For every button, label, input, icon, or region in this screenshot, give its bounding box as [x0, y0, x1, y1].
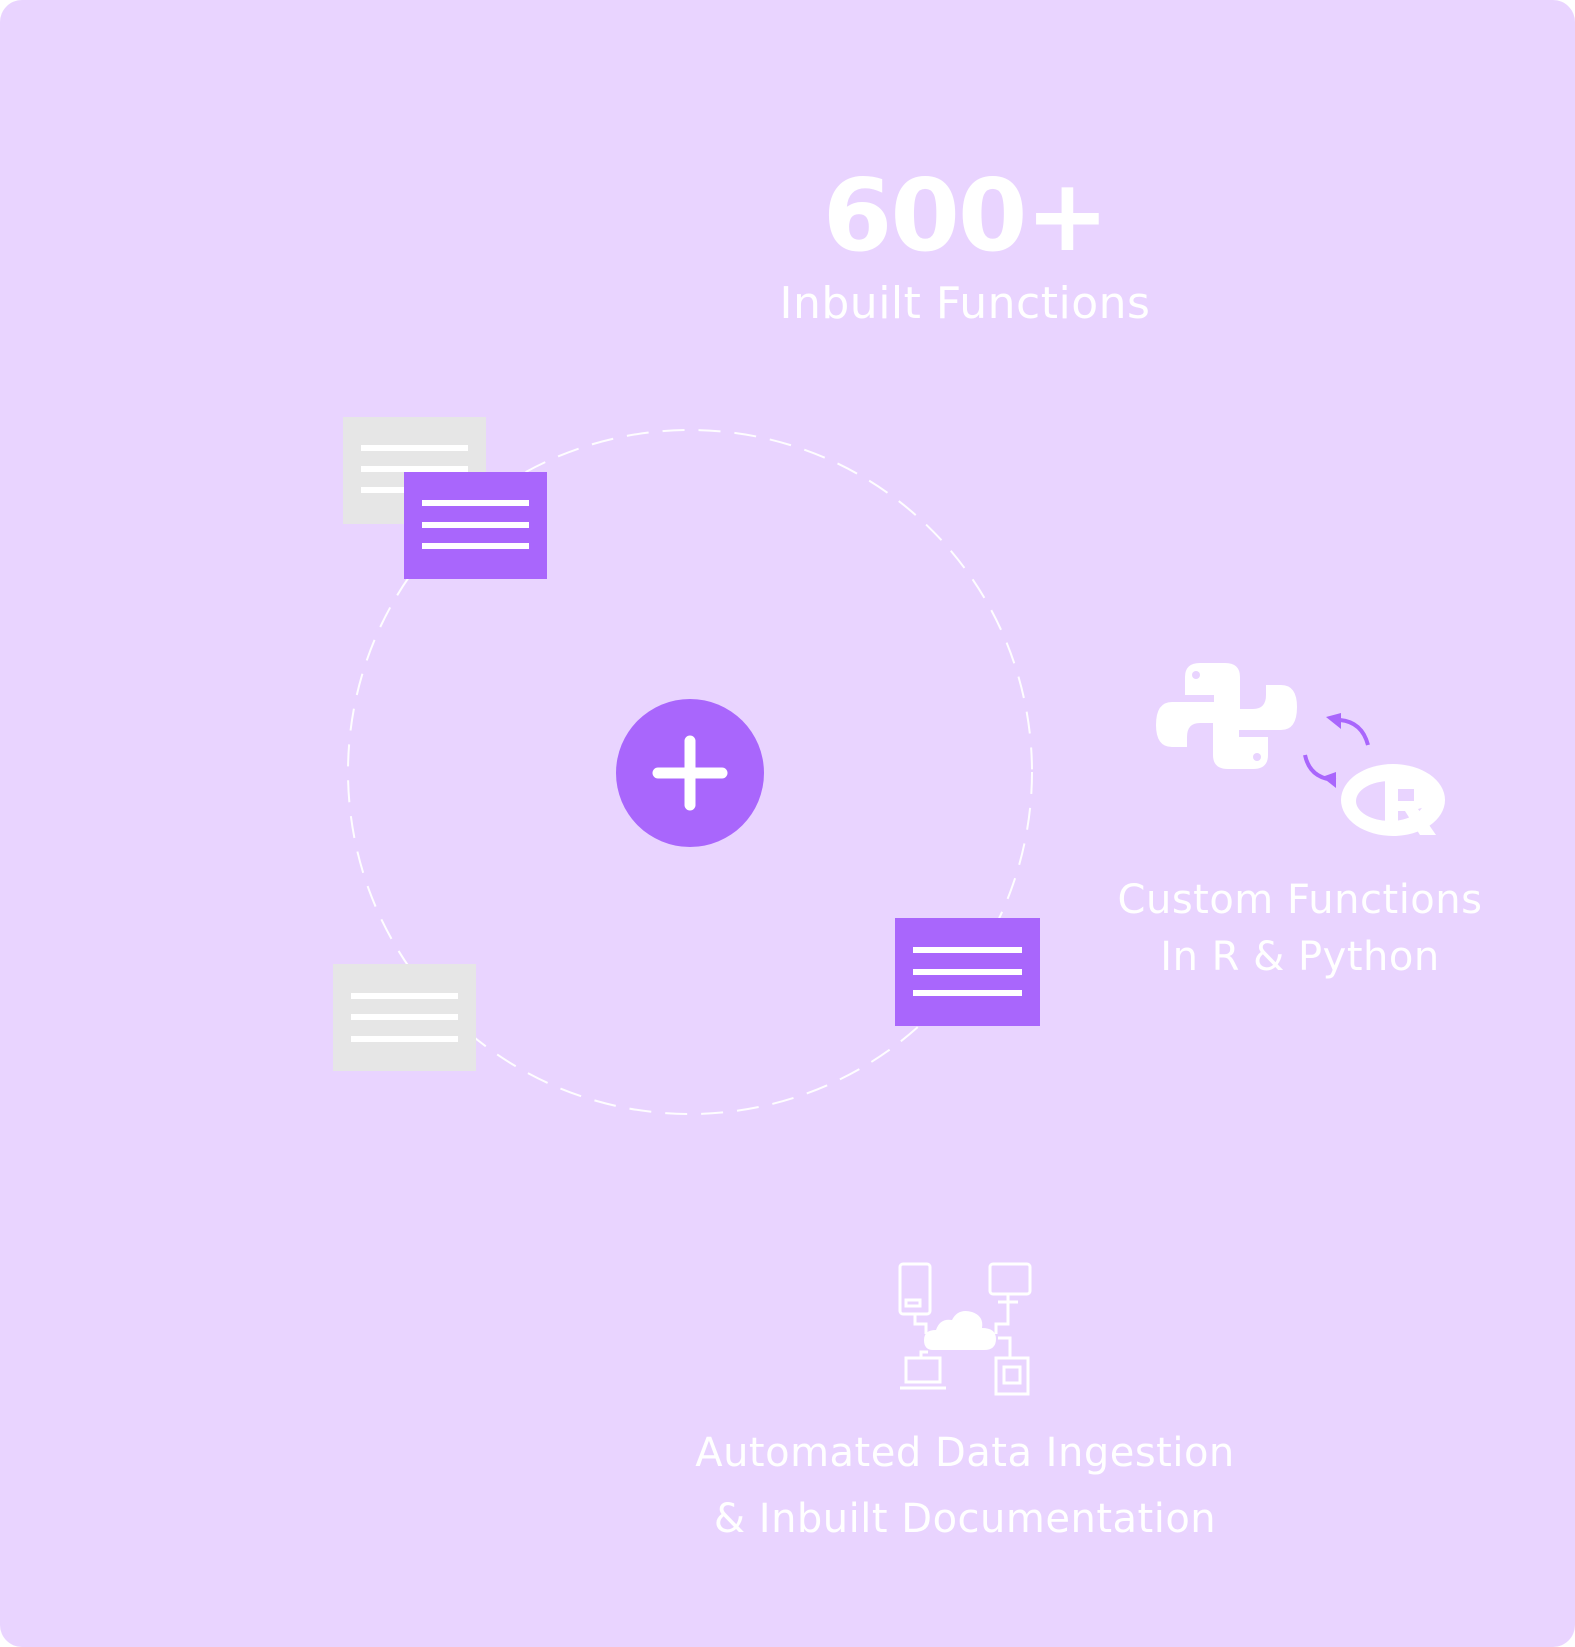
python-logo-icon	[1156, 663, 1297, 769]
sync-arrows-icon	[1303, 713, 1370, 788]
custom-functions-label: Custom Functions In R & Python	[1080, 872, 1520, 986]
r-logo-icon	[1341, 764, 1445, 836]
document-lines-icon	[895, 918, 1040, 1026]
stat-label: Inbuilt Functions	[779, 278, 1151, 329]
automation-line1: Automated Data Ingestion	[695, 1430, 1235, 1476]
document-lines-icon	[404, 472, 547, 579]
stat-value: 600+	[822, 157, 1110, 274]
automation-label: Automated Data Ingestion & Inbuilt Docum…	[640, 1420, 1290, 1552]
automation-line2: & Inbuilt Documentation	[713, 1496, 1217, 1542]
custom-functions-line1: Custom Functions	[1117, 877, 1483, 923]
language-logos	[1156, 663, 1445, 836]
orbit-dashed-ring	[347, 429, 1033, 1115]
cloud-network-icon	[898, 1262, 1032, 1396]
custom-functions-line2: In R & Python	[1160, 934, 1440, 980]
document-lines-icon	[333, 964, 476, 1071]
plus-icon	[616, 699, 764, 847]
